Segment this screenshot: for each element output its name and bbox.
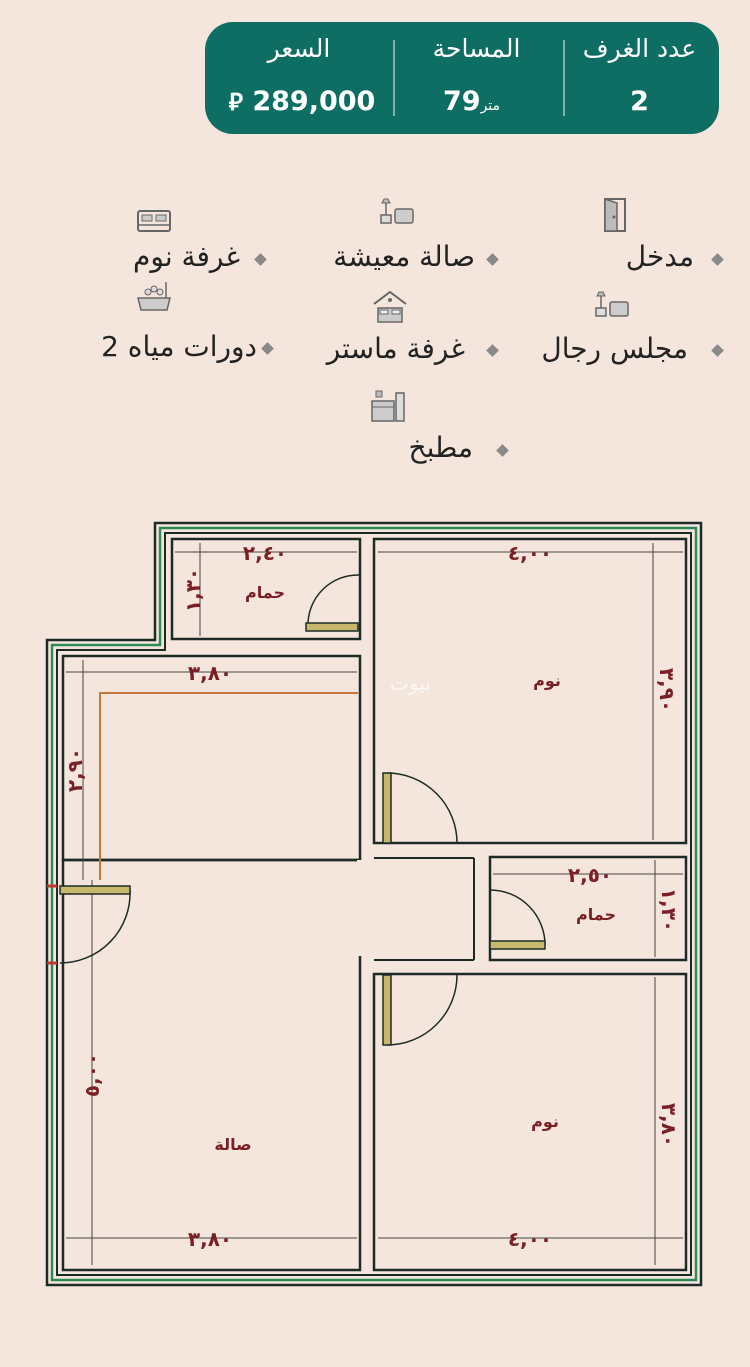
feature-name: مدخل [625, 240, 694, 273]
bullet [711, 344, 724, 357]
feature-name: مطبخ [408, 431, 474, 464]
divider [563, 40, 565, 116]
majlis-icon [595, 291, 629, 317]
feature-name: غرفة ماستر [326, 332, 465, 365]
room-label-bedroom: نوم [533, 671, 561, 690]
bullet [496, 444, 509, 457]
rooms-value: 2 [630, 86, 649, 117]
dimension-label: ٢,٤٠ [243, 541, 287, 565]
dimension-label: ١,٣٠ [657, 888, 681, 932]
outer-wall-inner [56, 532, 692, 1276]
bath-mid-outline [488, 855, 688, 962]
bed-icon [137, 210, 171, 232]
price-label: السعر [267, 34, 331, 63]
dimension-label: ٣,٨٠ [188, 661, 232, 685]
feature-living-room: صالة معيشة [285, 195, 505, 315]
door [382, 974, 458, 1046]
room-label-bath: حمام [245, 583, 285, 602]
rooms-label: عدد الغرف [582, 34, 697, 63]
room-label-bedroom: نوم [531, 1112, 559, 1131]
rooms-stat: عدد الغرف 2 [560, 22, 719, 134]
dimension-label: ٣,٨٠ [188, 1227, 232, 1251]
feature-name: صالة معيشة [333, 240, 475, 273]
area-value: 79 [442, 86, 481, 117]
feature-bathrooms: 2 دورات مياه [62, 278, 277, 398]
floor-plan: بيوت حمام نوم حمام نوم صالة ٢,٤٠ ٤,٠٠ ٣,… [0, 515, 750, 1299]
feature-majlis: مجلس رجال [520, 288, 730, 408]
dimension-label: ٣,٨٠ [657, 1103, 681, 1147]
dimension-label: ١,٣٠ [181, 568, 205, 612]
outer-wall-outer [45, 521, 703, 1287]
dimension-label: ٤,٠٠ [508, 1227, 552, 1251]
feature-entrance: مدخل [520, 195, 730, 315]
entrance-door [47, 884, 131, 965]
price-value-row: ⃁ 289,000 [205, 86, 393, 117]
door [489, 889, 546, 950]
bullet [486, 253, 499, 266]
area-value-row: متر79 [393, 86, 560, 117]
feature-master-bedroom: غرفة ماستر [290, 288, 505, 408]
master-bedroom-icon [373, 290, 407, 323]
feature-bedroom: غرفة نوم [70, 195, 270, 315]
door [382, 772, 458, 844]
bedroom-bottom-outline [372, 972, 688, 1272]
area-label: المساحة [432, 34, 521, 63]
divider [393, 40, 395, 116]
room-label-living: صالة [214, 1135, 251, 1154]
summary-card: عدد الغرف 2 المساحة متر79 السعر ⃁ 289,00… [205, 22, 719, 134]
price-stat: السعر ⃁ 289,000 [205, 22, 393, 134]
floor-plan-drawing: بيوت حمام نوم حمام نوم صالة ٢,٤٠ ٤,٠٠ ٣,… [45, 521, 703, 1287]
dimension-label: ٥,٠٠ [80, 1053, 104, 1097]
bathtub-icon [137, 282, 171, 311]
area-stat: المساحة متر79 [393, 22, 560, 134]
bullet [486, 344, 499, 357]
living-top-outline [61, 654, 362, 862]
feature-name: مجلس رجال [541, 332, 688, 365]
bullet [254, 253, 267, 266]
area-unit: متر [480, 98, 501, 114]
room-label-bath: حمام [576, 905, 616, 924]
kitchen-icon [371, 390, 405, 422]
living-room-icon [380, 198, 414, 224]
price-value: 289,000 [252, 86, 376, 117]
partition-line [99, 692, 358, 880]
feature-name: 2 دورات مياه [101, 330, 257, 363]
outer-wall-green [50, 526, 698, 1282]
dimension-label: ٢,٩٠ [63, 748, 87, 792]
door-icon [604, 197, 626, 232]
feature-kitchen: مطبخ [295, 385, 515, 505]
door [305, 574, 361, 632]
bath-top-outline [170, 537, 362, 641]
bullet [261, 342, 274, 355]
bedroom-top-outline [372, 537, 688, 845]
living-outline [61, 858, 362, 1272]
dimension-label: ٣,٩٠ [655, 668, 679, 712]
dimension-lines [66, 543, 683, 1265]
bullet [711, 253, 724, 266]
watermark: بيوت [390, 671, 431, 695]
feature-name: غرفة نوم [133, 240, 240, 273]
dimension-label: ٢,٥٠ [568, 863, 612, 887]
dimension-label: ٤,٠٠ [508, 541, 552, 565]
riyal-currency-icon: ⃁ [228, 88, 243, 116]
